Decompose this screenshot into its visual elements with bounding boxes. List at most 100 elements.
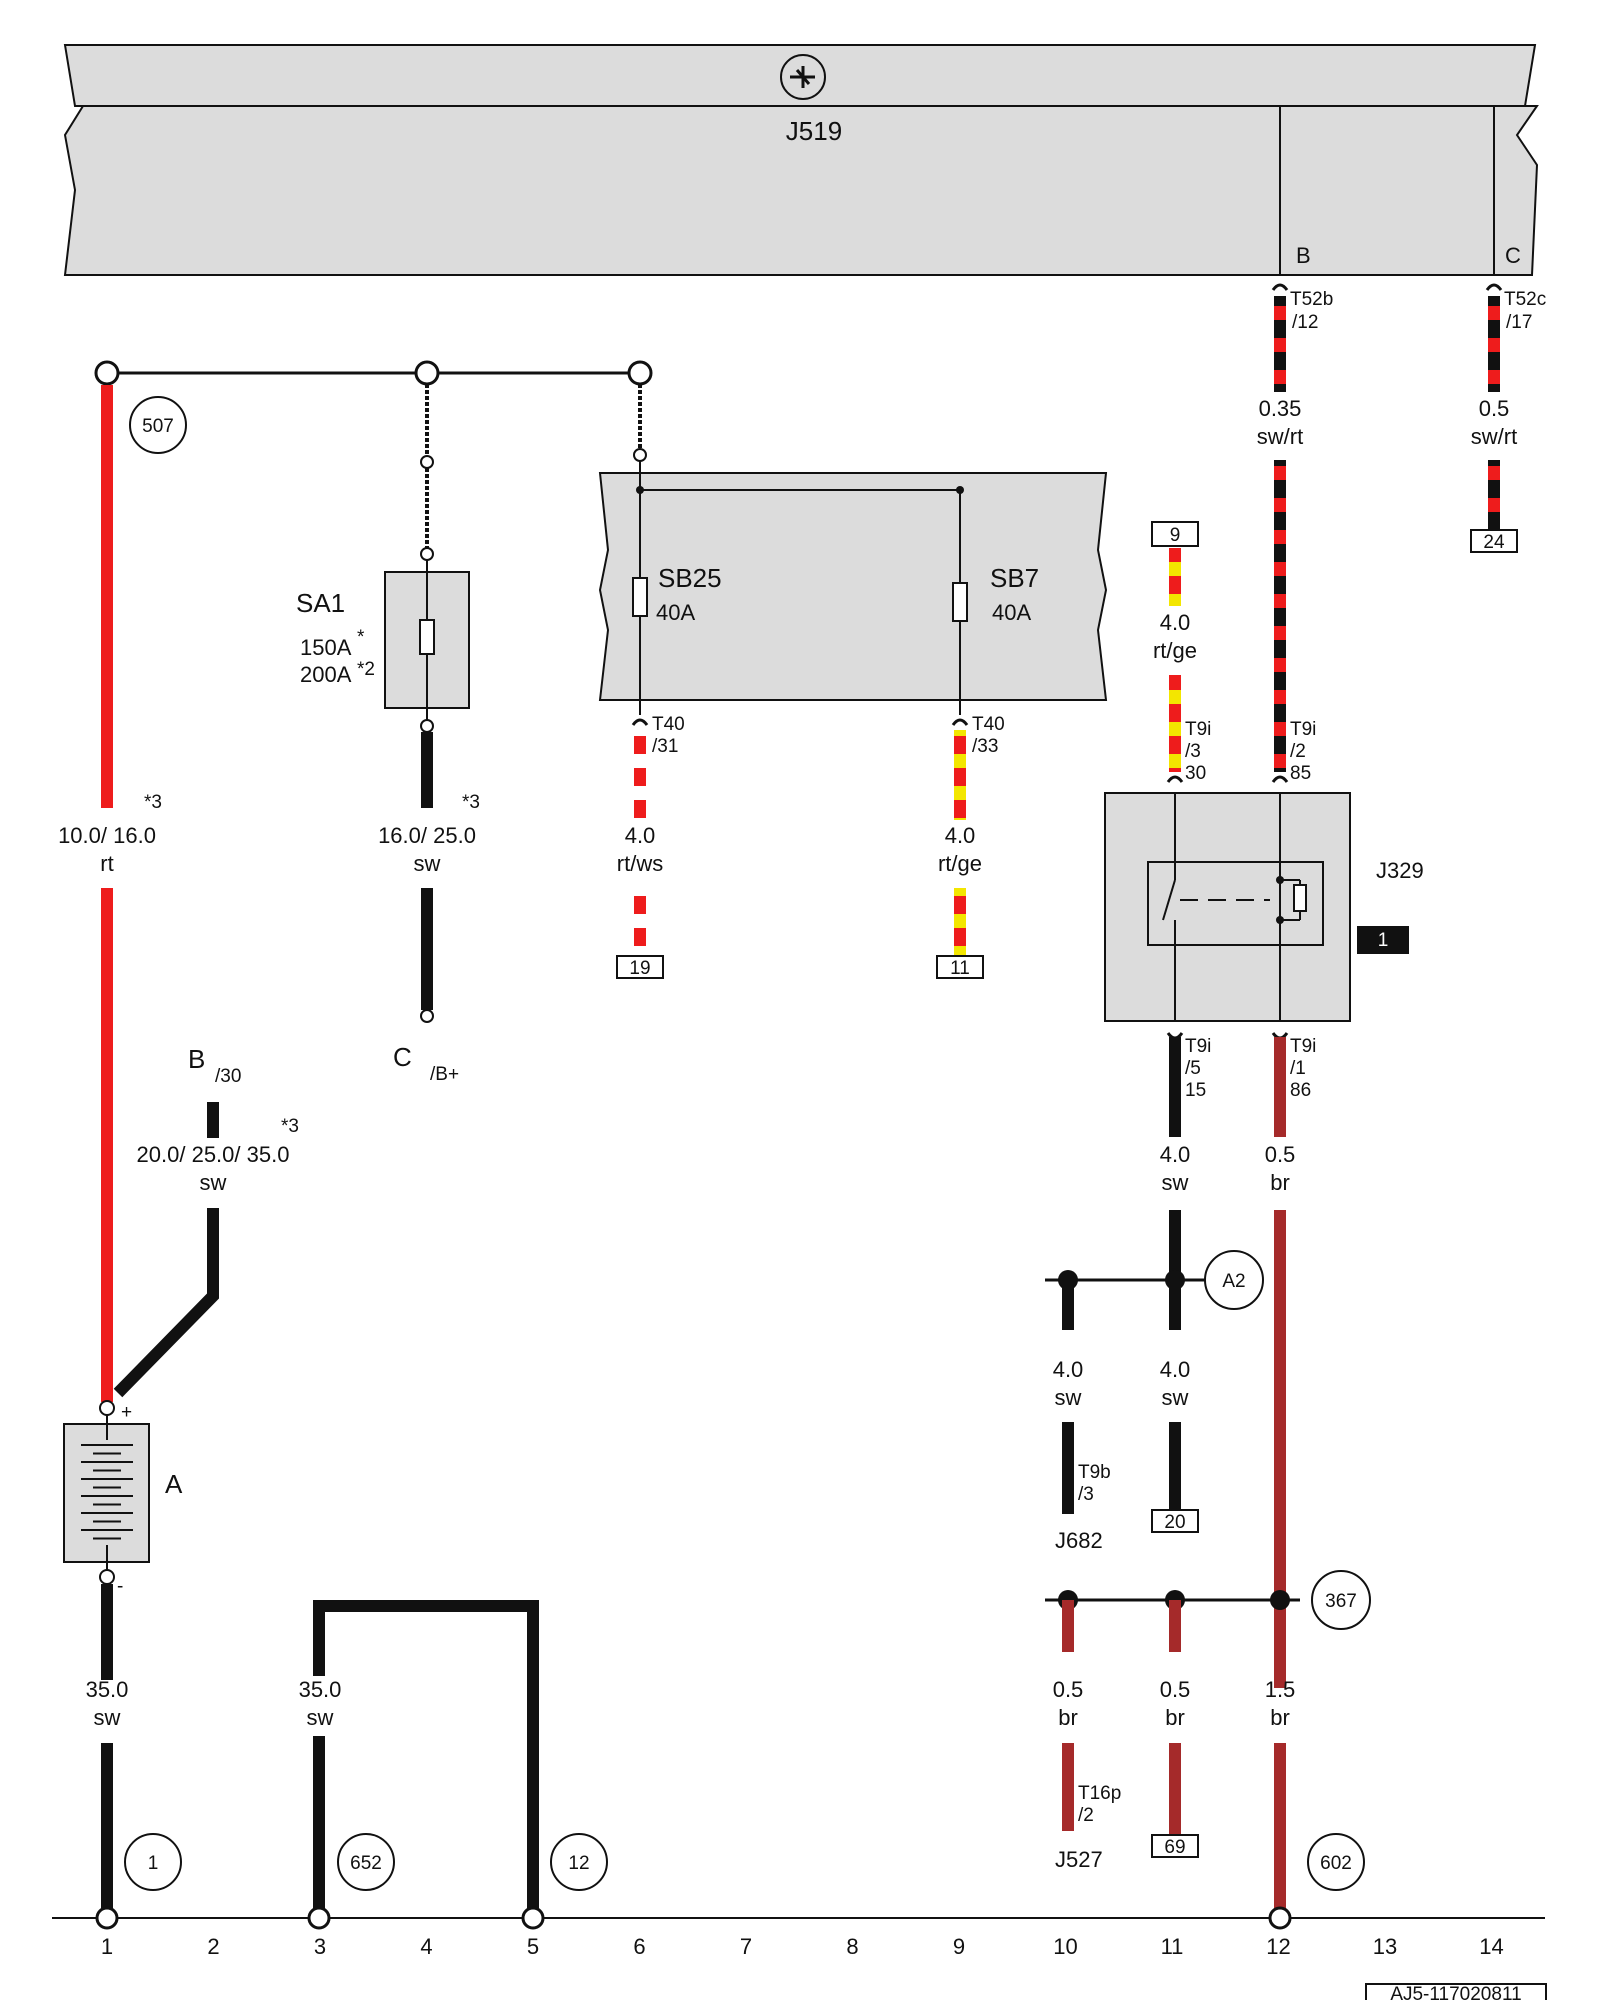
doc-id-label: AJ5-117020811 [1390, 1984, 1521, 2000]
wire-color-label: sw [200, 1170, 227, 1195]
fuse-panel-sb: SB25 40A SB7 40A [598, 384, 1108, 715]
wire-size-label: 4.0 [945, 823, 976, 848]
wire-size-label: 16.0/ 25.0 [378, 823, 476, 848]
wire-b30: B /30 *3 20.0/ 25.0/ 35.0 sw [113, 1044, 299, 1398]
sa1-rating-2-note: *2 [357, 659, 375, 680]
wire-note-label: *3 [281, 1116, 299, 1137]
j519-panel: J519 B C [63, 44, 1539, 276]
sa1-rating-2: 200A [300, 662, 352, 687]
axis-column-11: 11 [1161, 1934, 1184, 1959]
ref-box-69 [1151, 1834, 1199, 1858]
ref-box-19 [616, 955, 664, 979]
ref-box-9 [1151, 521, 1199, 547]
b-label: B [188, 1044, 205, 1074]
wire-color-label: sw [307, 1705, 334, 1730]
circle-367-label: 367 [1325, 1591, 1357, 1612]
doc-id: AJ5-117020811 [1365, 1983, 1547, 2000]
t9i-85-label: 85 [1290, 763, 1311, 784]
t9b-3-label: /3 [1078, 1484, 1094, 1505]
wire-size-label: 1.5 [1265, 1677, 1296, 1702]
sb25-label: SB25 [658, 563, 722, 593]
axis-column-1: 1 [101, 1934, 113, 1959]
axis-column-13: 13 [1373, 1934, 1397, 1959]
wire-rt-main: *3 10.0/ 16.0 rt [58, 385, 162, 1402]
wire-size-label: 0.5 [1265, 1142, 1296, 1167]
sa1-rating-1-note: * [357, 627, 365, 648]
axis-column-3: 3 [314, 1934, 326, 1959]
circle-a2-label: A2 [1222, 1271, 1245, 1292]
c-label: C [393, 1042, 412, 1072]
wire-size-label: 4.0 [1160, 1142, 1191, 1167]
axis-column-5: 5 [527, 1934, 539, 1959]
wire-size-label: 35.0 [86, 1677, 129, 1702]
t9i-30-label: 30 [1185, 763, 1206, 784]
wire-t52b: T52b /12 0.35 sw/rt [1257, 283, 1333, 783]
wire-t9i-5: T9i /5 15 4.0 sw [1160, 1032, 1211, 1280]
ref-24-label: 24 [1483, 532, 1505, 553]
t9i-label: T9i [1290, 1036, 1316, 1057]
wire-size-label: 4.0 [1160, 1357, 1191, 1382]
pin-b-label: B [1296, 243, 1311, 268]
t16p-2-label: /2 [1078, 1805, 1094, 1826]
top-bus: 507 [94, 360, 653, 454]
wire-note-label: *3 [462, 792, 480, 813]
wire-t40-33: T40 /33 4.0 rt/ge 11 [936, 714, 1005, 979]
wire-size-label: 35.0 [299, 1677, 342, 1702]
wire-size-label: 4.0 [1053, 1357, 1084, 1382]
j329-tag [1357, 926, 1409, 954]
ground-refs: 1 652 12 602 [124, 1833, 1365, 1891]
axis-column-2: 2 [207, 1934, 219, 1959]
ref-box-20 [1151, 1509, 1199, 1533]
wire-color-label: sw [1055, 1385, 1082, 1410]
axis-column-7: 7 [740, 1934, 752, 1959]
battery-a: + A - 35.0 sw [63, 1400, 183, 1918]
t40-label: T40 [972, 714, 1005, 735]
wire-size-label: 4.0 [625, 823, 656, 848]
wire-t40-31: T40 /31 4.0 rt/ws 19 [616, 714, 685, 979]
t52b-pin-label: /12 [1292, 312, 1318, 333]
t9i-86-label: 86 [1290, 1080, 1311, 1101]
t52b-label: T52b [1290, 289, 1333, 310]
battery-label: A [165, 1469, 183, 1499]
c-pin-label: /B+ [430, 1064, 459, 1085]
t9i-1-label: /1 [1290, 1058, 1306, 1079]
ref-69-label: 69 [1164, 1837, 1185, 1858]
sb7-label: SB7 [990, 563, 1039, 593]
ref-box-11 [936, 955, 984, 979]
circle-602-label: 602 [1320, 1853, 1352, 1874]
t9i-15-label: 15 [1185, 1080, 1206, 1101]
wire-color-label: rt/ge [1153, 638, 1197, 663]
t16p-label: T16p [1078, 1783, 1121, 1804]
wire-size-label: 20.0/ 25.0/ 35.0 [137, 1142, 290, 1167]
wire-size-label: 10.0/ 16.0 [58, 823, 156, 848]
ref-box-24 [1470, 529, 1518, 553]
wire-color-label: br [1058, 1705, 1078, 1730]
wire-color-label: sw [1162, 1385, 1189, 1410]
wire-size-label: 0.5 [1053, 1677, 1084, 1702]
t52c-pin-label: /17 [1506, 312, 1532, 333]
wire-color-label: sw/rt [1257, 424, 1303, 449]
t52c-label: T52c [1504, 289, 1546, 310]
wire-color-label: rt [100, 851, 113, 876]
circle-507-label: 507 [142, 416, 174, 437]
axis-column-6: 6 [633, 1934, 645, 1959]
wire-size-label: 0.35 [1259, 396, 1302, 421]
t9i-label: T9i [1290, 719, 1316, 740]
sb7-rating: 40A [992, 600, 1031, 625]
ref-9-label: 9 [1170, 525, 1181, 546]
axis-column-9: 9 [953, 1934, 965, 1959]
axis-column-4: 4 [420, 1934, 432, 1959]
t40-label: T40 [652, 714, 685, 735]
battery-minus-label: - [117, 1576, 123, 1597]
ref-11-label: 11 [950, 958, 970, 979]
t9i-label: T9i [1185, 719, 1211, 740]
t9i-label: T9i [1185, 1036, 1211, 1057]
t9i-5-label: /5 [1185, 1058, 1201, 1079]
wire-t52c: T52c /17 0.5 sw/rt 24 [1470, 283, 1546, 553]
wire-color-label: rt/ge [938, 851, 982, 876]
wire-t9i-3: 9 4.0 rt/ge T9i /3 30 T9i /2 85 [1151, 521, 1316, 784]
wire-color-label: sw/rt [1471, 424, 1517, 449]
ref-19-label: 19 [629, 958, 650, 979]
